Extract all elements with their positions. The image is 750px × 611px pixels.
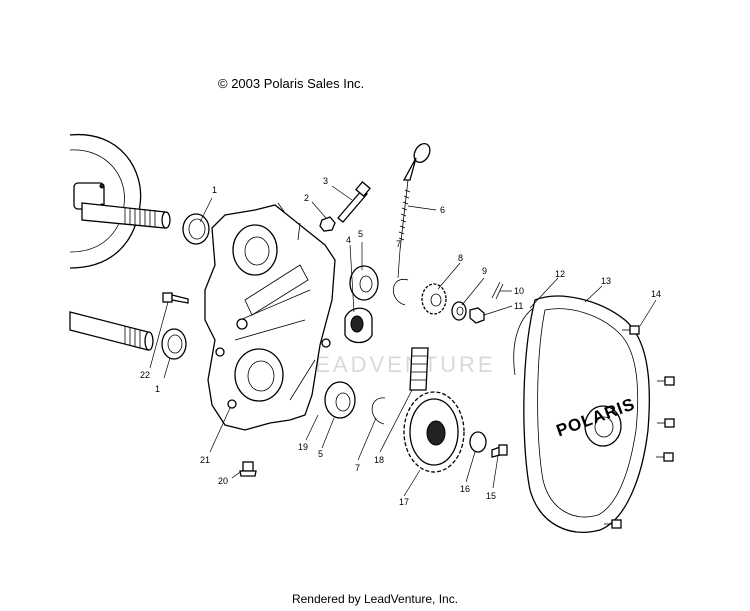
callout-4: 4 bbox=[346, 235, 351, 245]
chaincase-cover: POLARIS bbox=[523, 295, 650, 533]
copyright-text: © 2003 Polaris Sales Inc. bbox=[218, 76, 365, 91]
callout-1-lower: 1 bbox=[155, 384, 160, 394]
callout-19: 19 bbox=[298, 442, 308, 452]
callout-11: 11 bbox=[514, 301, 523, 311]
callout-3: 3 bbox=[323, 176, 328, 186]
callout-7-lower: 7 bbox=[355, 463, 360, 473]
drain-plug bbox=[239, 461, 257, 477]
cotter-pin bbox=[491, 281, 504, 300]
bearing-upper bbox=[349, 265, 379, 301]
nut-11 bbox=[469, 307, 485, 324]
nut-2 bbox=[319, 216, 336, 232]
upper-shaft bbox=[81, 202, 171, 229]
footer-credit: Rendered by LeadVenture, Inc. bbox=[291, 592, 459, 606]
callout-6: 6 bbox=[440, 205, 445, 215]
bolt-3 bbox=[337, 181, 371, 223]
seal-upper bbox=[182, 213, 210, 245]
bolt-22 bbox=[162, 292, 189, 304]
callout-13: 13 bbox=[601, 276, 611, 286]
callout-15: 15 bbox=[486, 491, 496, 501]
callout-2: 2 bbox=[304, 193, 309, 203]
washer-9 bbox=[451, 301, 467, 321]
callout-20: 20 bbox=[218, 476, 228, 486]
callout-17: 17 bbox=[399, 497, 409, 507]
callout-9: 9 bbox=[482, 266, 487, 276]
seal-lower bbox=[161, 328, 187, 360]
upper-sprocket bbox=[421, 283, 447, 315]
callout-leaders bbox=[149, 185, 657, 497]
callout-18: 18 bbox=[374, 455, 384, 465]
callout-14: 14 bbox=[651, 289, 661, 299]
chain-tensioner bbox=[344, 307, 373, 344]
callout-8: 8 bbox=[458, 253, 463, 263]
large-gear bbox=[403, 391, 465, 473]
cover-bolt-bottom bbox=[604, 519, 622, 529]
callout-21: 21 bbox=[200, 455, 210, 465]
snap-ring-lower bbox=[371, 397, 386, 425]
snap-ring-upper bbox=[392, 279, 409, 306]
watermark-text: LEADVENTURE bbox=[300, 352, 496, 377]
cover-bolt-right-1 bbox=[657, 376, 675, 386]
gearcase-housing bbox=[204, 202, 336, 431]
callout-5-upper: 5 bbox=[358, 229, 363, 239]
washer-16 bbox=[469, 431, 487, 453]
callout-5-lower: 5 bbox=[318, 449, 323, 459]
bearing-lower bbox=[324, 381, 356, 419]
callout-12: 12 bbox=[555, 269, 565, 279]
callout-22: 22 bbox=[140, 370, 150, 380]
cover-bolt-top bbox=[622, 325, 640, 335]
cover-bolt-right-3 bbox=[656, 452, 674, 462]
callout-10: 10 bbox=[514, 286, 524, 296]
cover-bolt-right-2 bbox=[657, 418, 675, 428]
bolt-15 bbox=[491, 444, 508, 458]
drive-pulley-disc bbox=[69, 134, 142, 269]
drive-chain bbox=[409, 347, 429, 391]
callout-7-upper: 7 bbox=[396, 239, 401, 249]
callout-16: 16 bbox=[460, 484, 470, 494]
callout-1-upper: 1 bbox=[212, 185, 217, 195]
lower-shaft bbox=[69, 311, 154, 351]
dipstick bbox=[398, 143, 431, 251]
